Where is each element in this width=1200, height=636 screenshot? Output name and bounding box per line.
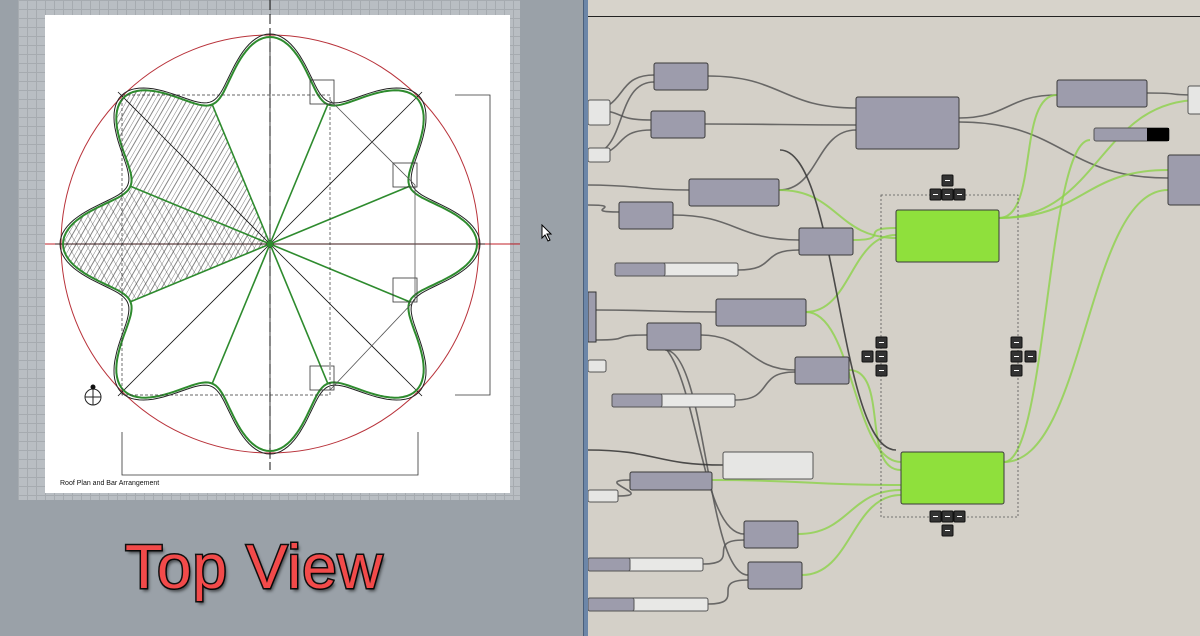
wire [616, 479, 632, 497]
component-node [794, 356, 850, 385]
slider-label [588, 597, 635, 612]
roof-plan-drawing [45, 0, 520, 476]
support-box [392, 277, 418, 303]
node-graph[interactable] [588, 0, 1200, 636]
component-node [1056, 79, 1148, 108]
param-node [588, 147, 611, 163]
dimension-line [121, 432, 419, 476]
grasshopper-canvas[interactable] [588, 0, 1200, 636]
wire [805, 311, 902, 463]
wire [998, 99, 1200, 219]
ridge-line [129, 243, 271, 303]
support-box [392, 162, 418, 188]
rhino-top-viewport[interactable]: Roof Plan and Bar Arrangement Top View [0, 0, 583, 636]
wire [707, 75, 857, 109]
support-box [309, 365, 335, 391]
param-node [588, 489, 619, 503]
slider-handle [1147, 128, 1169, 141]
wire [702, 539, 745, 565]
param-node [1187, 85, 1200, 115]
bounding-frame [121, 94, 331, 396]
wire [778, 189, 897, 239]
wire [595, 309, 717, 313]
ridge-line [211, 243, 271, 385]
component-node [650, 110, 706, 139]
component-node [798, 227, 854, 256]
radial-line [117, 91, 271, 245]
support-box [309, 79, 335, 105]
center-point [267, 241, 273, 247]
wire [848, 369, 902, 471]
component-node [743, 520, 799, 549]
ridge-line [269, 243, 411, 303]
wire [1003, 139, 1091, 463]
roof-outline-green [61, 35, 479, 453]
ridge-line [269, 243, 329, 385]
component-node [1167, 154, 1200, 206]
param-node [588, 99, 611, 126]
wire [797, 489, 902, 535]
support-line [329, 99, 416, 391]
ridge-line [211, 103, 271, 245]
slider-label [611, 393, 663, 408]
wire [711, 479, 902, 486]
wire [700, 334, 796, 371]
wire [779, 149, 897, 451]
mouse-cursor-icon [541, 224, 553, 242]
param-node [722, 451, 814, 480]
wire [672, 214, 800, 241]
wire [801, 494, 902, 576]
radial-line [269, 243, 423, 397]
wire [707, 579, 749, 605]
component-node [855, 96, 960, 150]
selected-component-node [900, 451, 1005, 505]
dimension-line [455, 94, 491, 396]
slider-label [614, 262, 666, 277]
ridge-line [129, 185, 271, 245]
component-node [688, 178, 780, 207]
component-node [618, 201, 674, 230]
north-arrow-icon [85, 389, 101, 405]
wire [588, 204, 620, 213]
wire [664, 349, 749, 576]
wire [704, 123, 857, 126]
wire [595, 334, 648, 341]
radial-line [117, 243, 271, 397]
component-node [629, 471, 713, 491]
component-node [653, 62, 709, 91]
component-node [715, 298, 807, 327]
wire [1003, 189, 1169, 463]
wire [998, 169, 1169, 219]
wire [649, 339, 745, 535]
wire [737, 249, 800, 271]
param-node [588, 359, 607, 373]
component-node [588, 291, 597, 343]
panel-splitter[interactable] [583, 0, 589, 636]
wire [805, 234, 897, 313]
wire [588, 449, 724, 466]
canvas-toolbar [588, 0, 1200, 17]
ridge-line [269, 103, 329, 245]
view-caption: Top View [123, 532, 384, 604]
radial-line [269, 91, 423, 245]
slider-label [588, 557, 631, 572]
north-arrow-icon [90, 384, 96, 390]
plan-title: Roof Plan and Bar Arrangement [60, 480, 160, 487]
component-node [646, 322, 702, 351]
wire [778, 129, 857, 191]
ridge-line [269, 185, 411, 245]
wire [958, 94, 1058, 119]
wire [588, 184, 690, 191]
wire [998, 94, 1058, 219]
selected-component-node [895, 209, 1000, 263]
wire [958, 121, 1169, 179]
component-node [747, 561, 803, 590]
wire [734, 371, 796, 401]
roof-outline-black [59, 33, 481, 455]
wire [852, 227, 897, 241]
